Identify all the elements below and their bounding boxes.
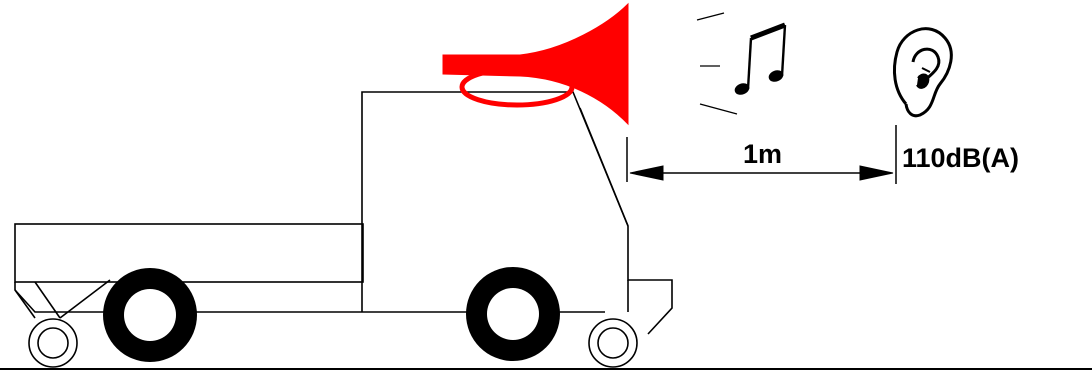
front-wheel: [466, 267, 560, 361]
sound-wave-lines: [697, 13, 737, 114]
rear-small-wheel: [29, 319, 77, 367]
ear-icon: [894, 29, 951, 116]
distance-label: 1m: [743, 139, 782, 169]
sound-level-label: 110dB(A): [902, 143, 1019, 173]
air-horn-icon: [443, 4, 628, 124]
music-note-icon: [734, 25, 785, 96]
truck-chassis: [15, 282, 110, 312]
truck-cargo-bed: [15, 224, 363, 282]
front-small-wheel: [589, 319, 637, 367]
rear-wheel: [103, 268, 197, 362]
